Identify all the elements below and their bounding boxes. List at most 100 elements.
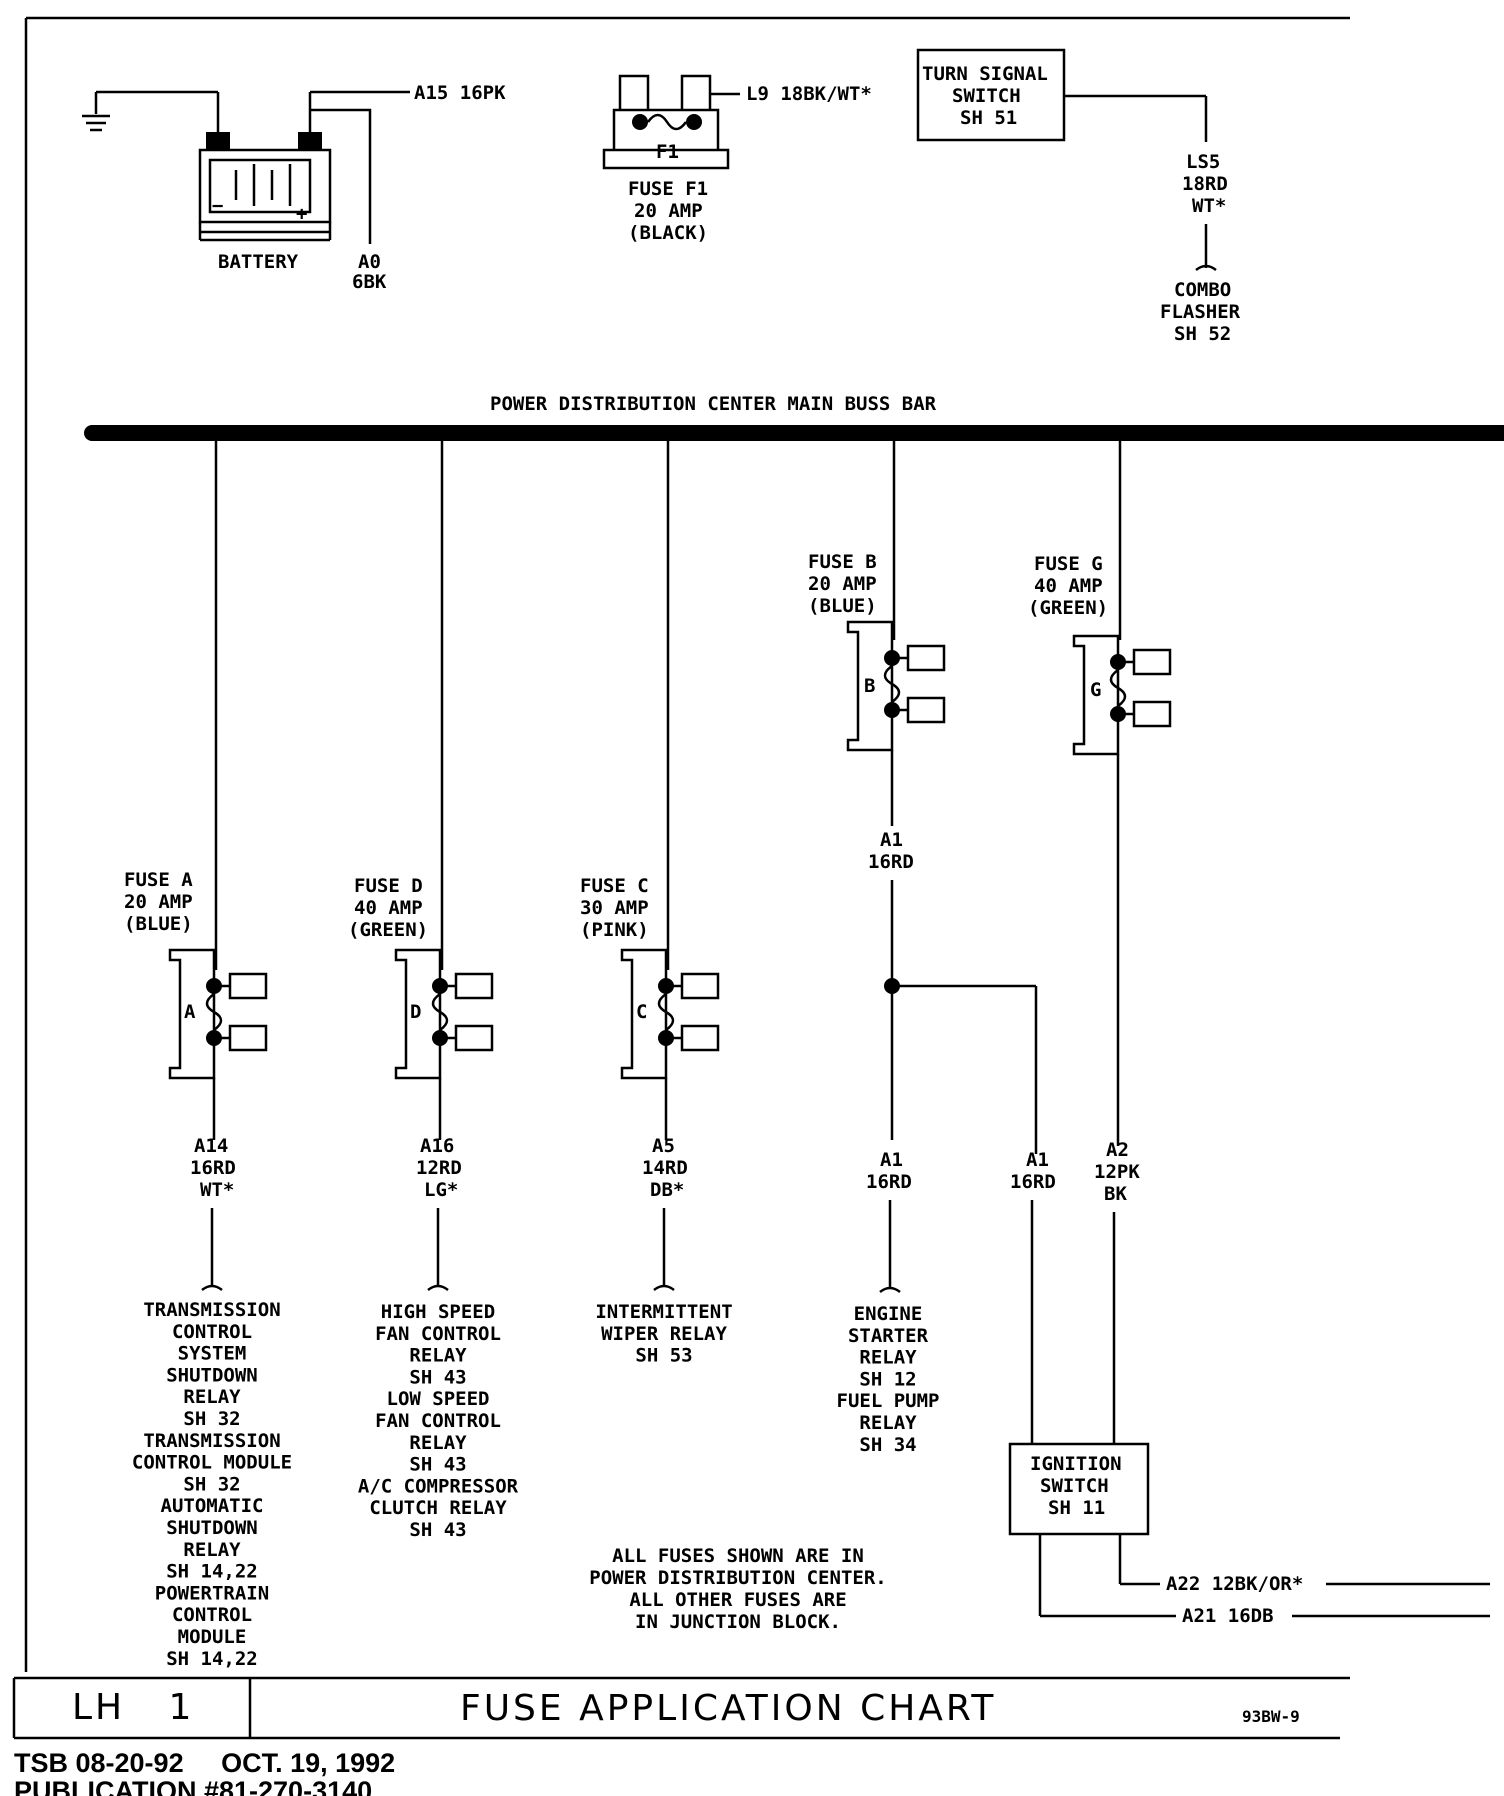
destination-line: SH 53 [635, 1345, 692, 1367]
destination-line: SH 43 [409, 1454, 466, 1476]
destination-line: SH 14,22 [166, 1561, 258, 1583]
destination-line: RELAY [859, 1412, 917, 1434]
destination-line: SHUTDOWN [166, 1364, 258, 1386]
destination-line: INTERMITTENT [595, 1301, 732, 1323]
fuse-c-wire-label: 14RD [642, 1157, 688, 1179]
ignition-switch: IGNITION SWITCH SH 11 A22 12BK/OR* A21 1… [1008, 1442, 1490, 1627]
fuse-a-label: FUSE A [124, 869, 193, 891]
destination-line: CONTROL [172, 1604, 252, 1626]
destination-line: MODULE [178, 1626, 247, 1648]
fuse-f1: F1 L9 18BK/WT* FUSE F1 20 AMP (BLACK) [602, 74, 872, 244]
fuse-b: FUSE B 20 AMP (BLUE) B A1 16RD A1 16RD E… [808, 433, 946, 1456]
ignition-label: SWITCH [1040, 1475, 1109, 1497]
note: ALL FUSES SHOWN ARE IN POWER DISTRIBUTIO… [589, 1545, 886, 1633]
fuse-f1-label: (BLACK) [628, 222, 708, 244]
battery-minus-sign: − [212, 195, 223, 217]
fuse-c-wire-label: DB* [650, 1179, 684, 1201]
destination-line: SH 12 [859, 1368, 916, 1390]
publication-line: PUBLICATION #81-270-3140 [14, 1776, 372, 1796]
destination-line: SH 43 [409, 1366, 466, 1388]
tsb-date-line: TSB 08-20-92 OCT. 19, 1992 [14, 1748, 395, 1778]
fuse-b-wire-label: 16RD [866, 1171, 912, 1193]
note-line: POWER DISTRIBUTION CENTER. [589, 1567, 886, 1589]
fuse-c-wire-label: A5 [652, 1135, 675, 1157]
fuse-c-label: (PINK) [580, 919, 649, 941]
fuse-a-wire-label: 16RD [190, 1157, 236, 1179]
sheet-number: LH 1 [72, 1687, 194, 1728]
destination-line: SH 32 [183, 1408, 240, 1430]
battery-positive-wire-label: A15 16PK [414, 82, 506, 104]
fuse-f1-letter: F1 [656, 141, 679, 163]
fuse-d-label: FUSE D [354, 875, 423, 897]
fuse-a-wire-label: WT* [200, 1179, 234, 1201]
fuse-g-wire-label: 12PK [1094, 1161, 1140, 1183]
destination-line: POWERTRAIN [155, 1582, 269, 1604]
destination-line: TRANSMISSION [143, 1299, 280, 1321]
destination-line: CLUTCH RELAY [369, 1497, 507, 1519]
destination-line: RELAY [409, 1345, 467, 1367]
destination-line: SH 32 [183, 1473, 240, 1495]
branch-wire-a1: A1 16RD [892, 984, 1056, 1444]
ground-icon [82, 114, 110, 132]
destination-line: SH 14,22 [166, 1648, 258, 1670]
fuse-b-wire-label: A1 [880, 1149, 903, 1171]
fuse-b-label: (BLUE) [808, 595, 877, 617]
destination-line: AUTOMATIC [161, 1495, 264, 1517]
fuse-g-wire-label: A2 [1106, 1139, 1129, 1161]
fuse-b-letter: B [864, 675, 875, 697]
fuse-d-wire-label: A16 [420, 1135, 454, 1157]
fuse-g-letter: G [1090, 679, 1101, 701]
destination-line: A/C COMPRESSOR [358, 1475, 519, 1497]
destination-line: SH 34 [859, 1434, 916, 1456]
battery-ground-wire-label: 6BK [352, 271, 387, 293]
fuse-b-label: FUSE B [808, 551, 877, 573]
destination-line: FAN CONTROL [375, 1410, 501, 1432]
destination-line: SH 43 [409, 1519, 466, 1541]
fuse-d-label: 40 AMP [354, 897, 423, 919]
ignition-out-wire-a22: A22 12BK/OR* [1166, 1573, 1303, 1595]
destination-line: RELAY [409, 1432, 467, 1454]
turn-signal-switch: TURN SIGNAL SWITCH SH 51 LS5 18RD WT* CO… [916, 48, 1241, 345]
fuse-b-label: 20 AMP [808, 573, 877, 595]
fuse-c: FUSE C 30 AMP (PINK) C A5 14RD DB* INTER… [580, 433, 733, 1367]
destination-line: RELAY [183, 1539, 241, 1561]
turn-signal-label: TURN SIGNAL [922, 63, 1048, 85]
fuse-f1-label: 20 AMP [634, 200, 703, 222]
fuse-d-letter: D [410, 1001, 421, 1023]
destination-line: CONTROL MODULE [132, 1452, 292, 1474]
turn-signal-wire-label: WT* [1192, 195, 1226, 217]
destination-line: SHUTDOWN [166, 1517, 258, 1539]
battery-ground-wire-label: A0 [358, 251, 381, 273]
destination-line: CONTROL [172, 1321, 252, 1343]
fuse-a-letter: A [184, 1001, 196, 1023]
ignition-label: IGNITION [1030, 1453, 1122, 1475]
branch-wire-label: 16RD [1010, 1171, 1056, 1193]
buss-bar-title: POWER DISTRIBUTION CENTER MAIN BUSS BAR [490, 393, 937, 415]
turn-signal-wire-label: LS5 [1186, 151, 1220, 173]
turn-signal-label: SWITCH [952, 85, 1021, 107]
combo-flasher-label: FLASHER [1160, 301, 1241, 323]
note-line: IN JUNCTION BLOCK. [635, 1611, 841, 1633]
battery-label: BATTERY [218, 251, 299, 273]
fuse-d-wire-label: LG* [424, 1179, 458, 1201]
destination-line: TRANSMISSION [143, 1430, 280, 1452]
fuse-b-upper-wire-label: 16RD [868, 851, 914, 873]
destination-line: WIPER RELAY [601, 1323, 727, 1345]
destination-line: RELAY [859, 1347, 917, 1369]
fuse-d-label: (GREEN) [348, 919, 428, 941]
destination-line: LOW SPEED [387, 1388, 490, 1410]
main-buss-bar: POWER DISTRIBUTION CENTER MAIN BUSS BAR [84, 393, 1504, 441]
turn-signal-wire-label: 18RD [1182, 173, 1228, 195]
destination-line: STARTER [848, 1325, 929, 1347]
fuse-a-wire-label: A14 [194, 1135, 228, 1157]
fuse-a: FUSE A 20 AMP (BLUE) A A14 16RD WT* TRAN… [124, 433, 292, 1670]
ignition-label: SH 11 [1048, 1497, 1105, 1519]
fuse-g-label: FUSE G [1034, 553, 1103, 575]
turn-signal-label: SH 51 [960, 107, 1017, 129]
fuse-d: FUSE D 40 AMP (GREEN) D A16 12RD LG* HIG… [348, 433, 519, 1541]
ignition-out-wire-a21: A21 16DB [1182, 1605, 1274, 1627]
fuse-g-label: 40 AMP [1034, 575, 1103, 597]
